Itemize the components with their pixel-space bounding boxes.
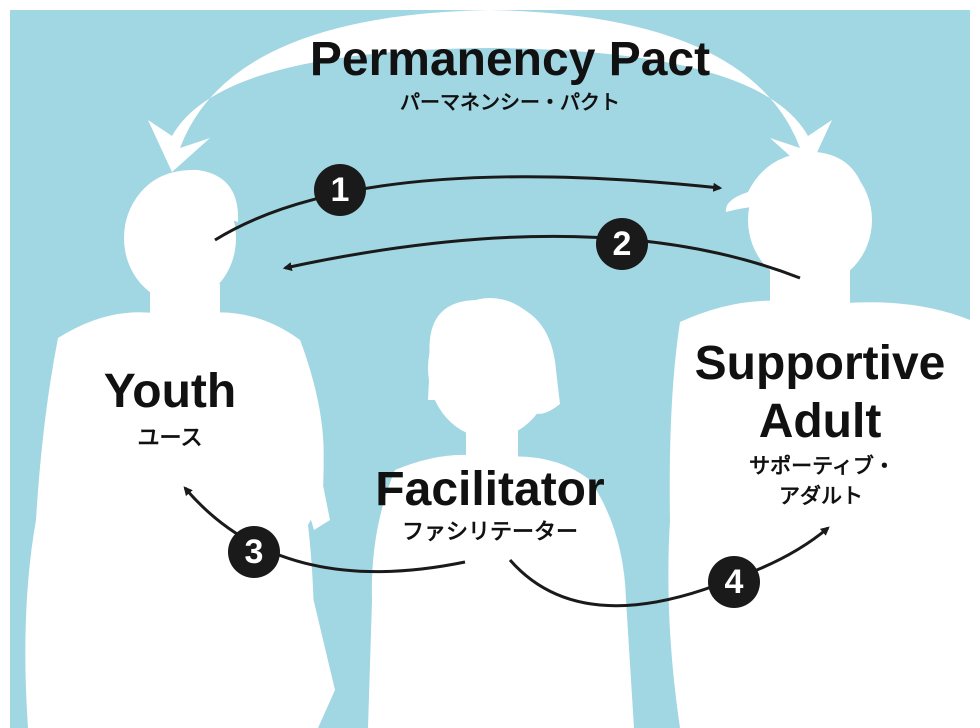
facilitator-label: Facilitator [375,463,605,516]
adult-label-jp-line-2: アダルト [779,484,863,508]
adult-silhouette [668,152,970,728]
adult-label-line-2: Adult [758,395,882,448]
step-badge-2: 2 [596,218,648,270]
facilitator-label-jp: ファシリテーター [401,520,578,545]
youth-label: Youth [103,365,237,418]
arrow-step-4 [508,526,830,608]
step-badge-3: 3 [228,526,280,578]
pact-title: Permanency Pact [309,33,711,86]
pact-arch-arrow [148,10,832,172]
step-badge-1: 1 [314,164,366,216]
arrow-step-3 [183,486,466,574]
arrow-step-1 [214,175,723,242]
youth-silhouette [25,169,335,728]
youth-label-jp: ユース [137,426,203,451]
pact-title-jp: パーマネンシー・パクト [400,90,620,114]
facilitator-silhouette [368,298,634,728]
arrow-step-2 [282,234,801,280]
step-badge-4: 4 [708,556,760,608]
adult-label-jp-line-1: サポーティブ・ [749,454,895,478]
adult-label-line-1: Supportive [694,337,946,390]
